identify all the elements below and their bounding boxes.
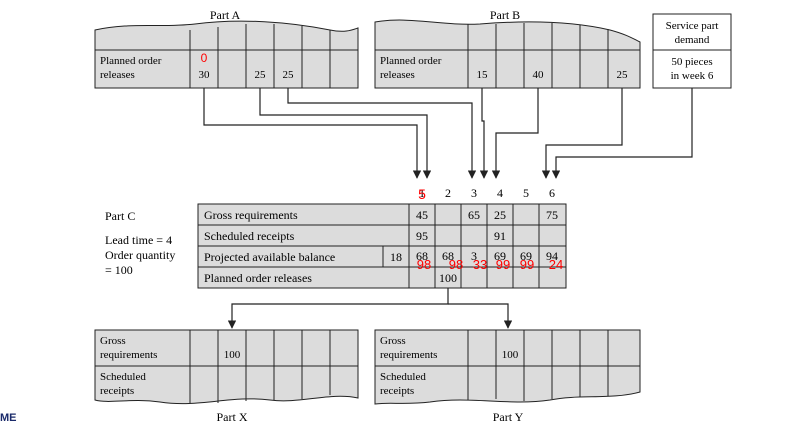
part-c-labels: Part C Lead time = 4 Order quantity = 10…: [105, 209, 175, 277]
service-part-box: Service part demand 50 pieces in week 6: [652, 13, 732, 89]
part-x-sched-1: Scheduled: [100, 371, 146, 383]
part-c-week-header: 1 5 2 3 4 5 6: [418, 186, 555, 202]
part-a-cell: 25: [283, 69, 295, 81]
week-overlay: 5: [418, 186, 426, 202]
dependency-arrows: [203, 88, 693, 179]
part-b-cell: 40: [533, 69, 545, 81]
table-cell: 3: [471, 249, 477, 263]
part-b-cell: 25: [617, 69, 629, 81]
row-label-gross: Gross requirements: [204, 208, 298, 222]
part-x-title: Part X: [217, 410, 248, 424]
service-line-4: in week 6: [671, 70, 714, 82]
part-y-gross-2: requirements: [380, 349, 437, 361]
arrow-c-to-y: [448, 303, 513, 329]
table-cell: 45: [416, 208, 428, 222]
week-number: 2: [445, 186, 451, 200]
week-number: 1: [419, 186, 425, 200]
part-x-value: 100: [224, 349, 241, 361]
part-c-table: Gross requirements Scheduled receipts Pr…: [197, 203, 567, 289]
overlay-value: 33: [473, 257, 487, 272]
part-y-table: Gross requirements Scheduled receipts 10…: [374, 329, 641, 424]
overlay-value: 99: [496, 257, 510, 272]
table-cell: 94: [546, 249, 558, 263]
table-cell: 95: [416, 229, 428, 243]
service-line-1: Service part: [666, 20, 719, 32]
part-a-title: Part A: [210, 8, 241, 22]
projected-start: 18: [390, 250, 402, 264]
row-label-scheduled: Scheduled receipts: [204, 229, 295, 243]
corner-label: ME: [0, 412, 17, 424]
overlay-value: 99: [520, 257, 534, 272]
part-b-cell: 15: [477, 69, 489, 81]
part-a-table: Part A Planned order releases 30 25 25 0: [94, 8, 359, 89]
part-x-sched-2: receipts: [100, 385, 134, 397]
arrow-b-to-c-week3: [479, 88, 489, 179]
overlay-value: 98: [449, 257, 463, 272]
arrow-b-to-c-week6: [541, 88, 623, 179]
part-a-cell: 25: [255, 69, 267, 81]
part-c-order-qty-2: = 100: [105, 263, 133, 277]
table-cell: 65: [468, 208, 480, 222]
overlay-value: 24: [549, 257, 563, 272]
row-label-projected: Projected available balance: [204, 250, 335, 264]
part-x-gross-1: Gross: [100, 335, 126, 347]
part-a-row-label-1: Planned order: [100, 55, 162, 67]
table-cell: 100: [439, 271, 457, 285]
part-a-row-label-2: releases: [100, 69, 135, 81]
part-c-lead-time: Lead time = 4: [105, 233, 172, 247]
arrow-service-to-c-week6: [551, 88, 693, 179]
part-c-title: Part C: [105, 209, 135, 223]
table-cell: 25: [494, 208, 506, 222]
part-a-annotation: 0: [201, 51, 208, 65]
table-cell: 69: [520, 249, 532, 263]
week-number: 3: [471, 186, 477, 200]
table-cell: 75: [546, 208, 558, 222]
part-y-value: 100: [502, 349, 519, 361]
row-label-planned: Planned order releases: [204, 271, 312, 285]
week-number: 5: [523, 186, 529, 200]
component-arrows: [227, 288, 513, 329]
part-y-sched-1: Scheduled: [380, 371, 426, 383]
part-b-table: Part B Planned order releases 15 40 25: [374, 8, 641, 89]
part-x-gross-2: requirements: [100, 349, 157, 361]
arrow-a-to-c-week1: [203, 88, 422, 179]
service-line-2: demand: [675, 34, 710, 46]
table-cell: 68: [442, 249, 454, 263]
part-x-table: Gross requirements Scheduled receipts 10…: [94, 329, 359, 424]
part-b-title: Part B: [490, 8, 520, 22]
arrow-b-to-c-week4: [491, 88, 539, 179]
table-cell: 91: [494, 229, 506, 243]
overlay-value: 98: [417, 257, 431, 272]
part-y-gross-1: Gross: [380, 335, 406, 347]
week-number: 4: [497, 186, 503, 200]
part-a-cell: 30: [199, 69, 211, 81]
week-number: 6: [549, 186, 555, 200]
part-y-title: Part Y: [493, 410, 524, 424]
arrow-a-to-c-week3: [287, 88, 477, 179]
part-b-row-label-1: Planned order: [380, 55, 442, 67]
arrow-c-to-x: [227, 288, 449, 329]
service-line-3: 50 pieces: [671, 56, 712, 68]
table-cell: 69: [494, 249, 506, 263]
arrow-a-to-c-week1b: [259, 88, 432, 179]
table-cell: 68: [416, 249, 428, 263]
part-b-row-label-2: releases: [380, 69, 415, 81]
part-c-order-qty-1: Order quantity: [105, 248, 175, 262]
part-y-sched-2: receipts: [380, 385, 414, 397]
